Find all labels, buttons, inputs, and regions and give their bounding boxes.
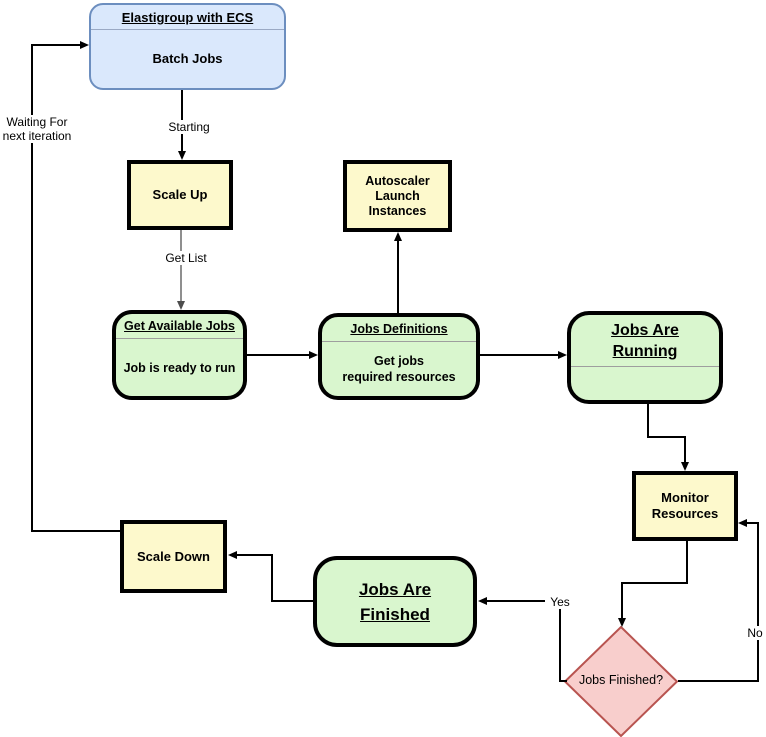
node-jobs-definitions-title: Jobs Definitions bbox=[322, 317, 476, 342]
edge-finished-to-scaledown-seg3 bbox=[236, 554, 273, 556]
edge-waiting-label: Waiting For next iteration bbox=[0, 115, 74, 143]
node-batch-jobs-title: Elastigroup with ECS bbox=[91, 5, 284, 30]
edge-no-seg2 bbox=[757, 522, 759, 682]
node-jobs-are-finished-title-line2: Finished bbox=[360, 604, 430, 624]
node-autoscaler-line3: Instances bbox=[368, 203, 427, 218]
edge-available-to-definitions-arrowhead bbox=[309, 350, 318, 359]
node-get-available-jobs-body: Job is ready to run bbox=[123, 360, 236, 375]
node-jobs-are-running-title-line2: Running bbox=[612, 343, 678, 360]
node-get-available-jobs[interactable]: Get Available Jobs Job is ready to run bbox=[112, 310, 247, 400]
edge-monitor-to-decision-seg3 bbox=[621, 582, 623, 618]
node-autoscaler-line2: Launch bbox=[375, 188, 420, 203]
node-batch-jobs-body: Batch Jobs bbox=[152, 51, 223, 66]
edge-waiting-arrowhead bbox=[80, 40, 89, 49]
node-jobs-definitions-body-line2: required resources bbox=[342, 370, 456, 384]
node-jobs-are-finished[interactable]: Jobs Are Finished bbox=[313, 556, 477, 647]
edge-running-to-monitor-seg3 bbox=[684, 436, 686, 462]
node-autoscaler[interactable]: Autoscaler Launch Instances bbox=[343, 160, 452, 232]
edge-yes-seg2 bbox=[559, 600, 561, 682]
node-get-available-jobs-title: Get Available Jobs bbox=[116, 314, 243, 339]
node-jobs-are-running[interactable]: Jobs Are Running bbox=[567, 311, 723, 404]
edge-yes-seg1 bbox=[559, 680, 567, 682]
edge-getlist-label: Get List bbox=[158, 251, 214, 265]
edge-yes-arrowhead bbox=[478, 596, 487, 605]
edge-available-to-definitions-seg bbox=[247, 354, 310, 356]
edge-getlist-seg bbox=[180, 230, 182, 301]
edge-yes-label: Yes bbox=[545, 595, 575, 609]
node-batch-jobs[interactable]: Elastigroup with ECS Batch Jobs bbox=[89, 3, 286, 90]
node-autoscaler-line1: Autoscaler bbox=[365, 173, 430, 188]
edge-no-seg3 bbox=[747, 522, 759, 524]
edge-definitions-to-running-seg bbox=[480, 354, 559, 356]
edge-yes-seg3 bbox=[485, 600, 561, 602]
edge-starting-label: Starting bbox=[162, 120, 216, 134]
edge-waiting-label-line1: Waiting For bbox=[6, 115, 68, 129]
decision-diamond-shape bbox=[563, 625, 679, 737]
edge-definitions-to-autoscaler-arrowhead bbox=[393, 232, 402, 241]
edge-running-to-monitor-arrowhead bbox=[680, 462, 689, 471]
edge-definitions-to-autoscaler-seg bbox=[397, 240, 399, 313]
node-scale-down-label: Scale Down bbox=[137, 548, 210, 564]
edge-no-arrowhead bbox=[738, 518, 747, 527]
node-jobs-definitions[interactable]: Jobs Definitions Get jobs required resou… bbox=[318, 313, 480, 400]
edge-no-label: No bbox=[742, 626, 766, 640]
node-scale-up[interactable]: Scale Up bbox=[127, 160, 233, 230]
edge-running-to-monitor-seg1 bbox=[647, 404, 649, 438]
node-jobs-are-running-body bbox=[571, 367, 719, 400]
node-jobs-are-running-title-line1: Jobs Are bbox=[611, 322, 679, 339]
node-jobs-finished-decision-label: Jobs Finished? bbox=[578, 673, 664, 687]
edge-waiting-label-line2: next iteration bbox=[2, 129, 72, 143]
edge-monitor-to-decision-seg2 bbox=[621, 582, 688, 584]
node-monitor-resources-line2: Resources bbox=[651, 506, 719, 521]
edge-finished-to-scaledown-seg1 bbox=[272, 600, 313, 602]
edge-definitions-to-running-arrowhead bbox=[558, 350, 567, 359]
edge-monitor-to-decision-seg1 bbox=[686, 541, 688, 584]
edge-no-seg1 bbox=[678, 680, 759, 682]
node-monitor-resources-line1: Monitor bbox=[661, 490, 709, 505]
edge-running-to-monitor-seg2 bbox=[647, 436, 686, 438]
edge-finished-to-scaledown-seg2 bbox=[271, 555, 273, 602]
edge-waiting-seg-vertical bbox=[31, 44, 33, 532]
node-monitor-resources[interactable]: Monitor Resources bbox=[632, 471, 738, 541]
edge-monitor-to-decision-arrowhead bbox=[617, 618, 626, 627]
node-jobs-finished-decision[interactable] bbox=[563, 625, 679, 737]
edge-waiting-seg-top bbox=[31, 44, 80, 46]
node-scale-down[interactable]: Scale Down bbox=[120, 520, 227, 593]
edge-finished-to-scaledown-arrowhead bbox=[228, 550, 237, 559]
node-jobs-are-finished-title-line1: Jobs Are bbox=[358, 579, 432, 599]
edge-getlist-arrowhead bbox=[176, 301, 185, 310]
edge-waiting-seg-bottom bbox=[31, 530, 121, 532]
node-scale-up-label: Scale Up bbox=[152, 187, 208, 202]
node-jobs-definitions-body-line1: Get jobs bbox=[373, 354, 424, 368]
edge-starting-arrowhead bbox=[177, 151, 186, 160]
